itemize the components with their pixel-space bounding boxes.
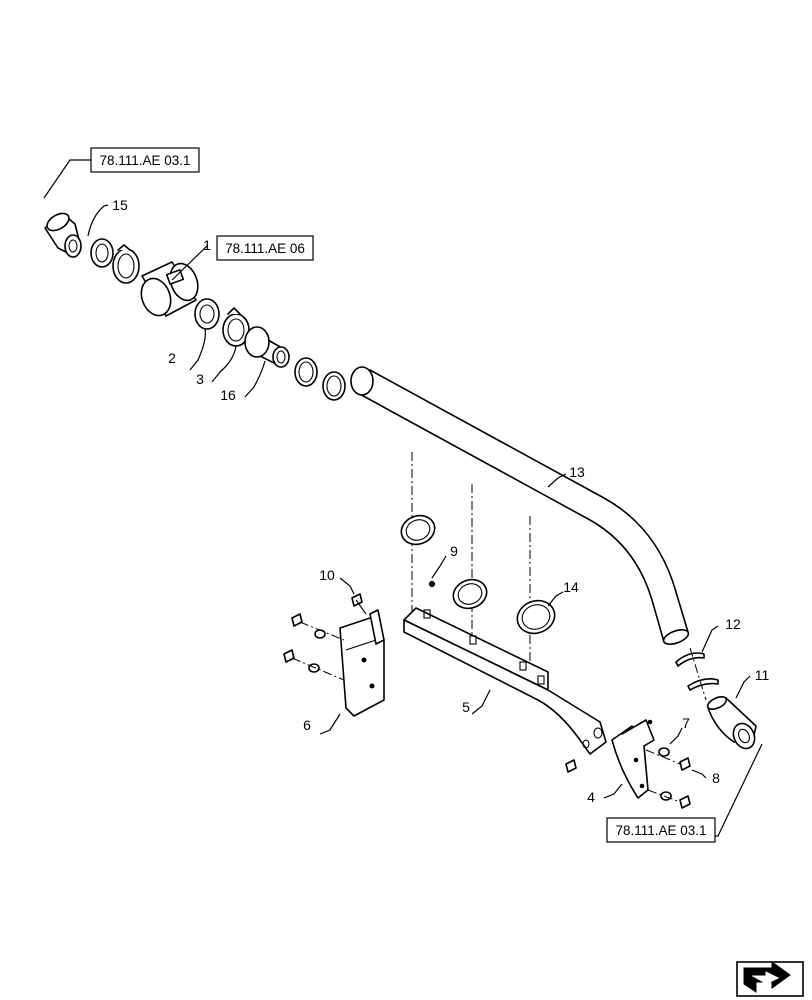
callout-3: 3 <box>196 371 204 387</box>
reference-leader-top-left <box>43 159 91 199</box>
svg-text:78.111.AE 03.1: 78.111.AE 03.1 <box>99 153 190 168</box>
leader-8 <box>691 769 707 779</box>
part-bracket-5 <box>403 607 607 755</box>
callout-4: 4 <box>587 789 595 805</box>
part-gasket-ring <box>90 238 114 268</box>
part-hose-13 <box>350 366 690 645</box>
leader-12 <box>701 625 719 653</box>
callout-8: 8 <box>712 770 720 786</box>
leader-7 <box>669 727 683 745</box>
part-gasket-12 <box>675 647 719 701</box>
callout-12: 12 <box>725 616 741 632</box>
leader-4 <box>603 783 623 799</box>
callout-6: 6 <box>303 717 311 733</box>
next-page-arrow-icon[interactable] <box>736 961 804 997</box>
leader-16 <box>244 360 266 398</box>
part-hose-clamp-a <box>294 357 318 387</box>
callout-10: 10 <box>319 567 335 583</box>
part-clamp-left <box>112 244 140 284</box>
callout-5: 5 <box>462 699 470 715</box>
part-elbow-inlet <box>44 212 82 258</box>
leader-15 <box>87 204 109 237</box>
part-fasteners-lower <box>647 789 691 809</box>
part-mount-4 <box>611 719 655 799</box>
part-bolt-10 <box>351 593 367 615</box>
callout-1: 1 <box>203 237 211 253</box>
part-ring-2 <box>194 298 220 330</box>
part-bolt-bracket <box>565 759 577 773</box>
reference-leader-bottom-right <box>710 743 763 837</box>
part-support-clamp-a <box>400 514 436 546</box>
leader-11 <box>735 675 751 699</box>
leader-9 <box>431 555 447 579</box>
leader-10 <box>339 577 355 595</box>
svg-text:78.111.AE 03.1: 78.111.AE 03.1 <box>615 823 706 838</box>
part-washer-7 <box>647 719 670 757</box>
leader-1 <box>171 244 209 281</box>
svg-text:78.111.AE 06: 78.111.AE 06 <box>225 241 305 256</box>
part-support-clamp-b <box>452 578 488 610</box>
part-elbow-outlet-11 <box>706 696 757 750</box>
part-hose-clamp-b <box>322 371 346 401</box>
part-bolt-8 <box>645 749 691 771</box>
leader-3 <box>211 345 237 383</box>
part-nut-9 <box>428 580 436 588</box>
callout-14: 14 <box>563 579 579 595</box>
callout-7: 7 <box>682 715 690 731</box>
callout-16: 16 <box>220 387 236 403</box>
callout-2: 2 <box>168 350 176 366</box>
leader-5 <box>471 689 491 715</box>
leader-14 <box>547 591 564 607</box>
part-shield-6 <box>339 609 385 717</box>
callout-9: 9 <box>450 543 458 559</box>
callout-11: 11 <box>755 667 770 683</box>
leader-13 <box>547 473 567 488</box>
leader-2 <box>189 328 206 371</box>
leader-6 <box>319 713 341 735</box>
part-fasteners-6 <box>283 613 345 681</box>
reference-box-bottom-right[interactable]: 78.111.AE 03.1 <box>606 817 716 843</box>
reference-box-item-1[interactable]: 78.111.AE 06 <box>216 235 314 261</box>
reference-box-top-left[interactable]: 78.111.AE 03.1 <box>90 147 200 173</box>
callout-13: 13 <box>569 464 585 480</box>
callout-15: 15 <box>112 197 128 213</box>
part-sensor-sleeve <box>140 261 199 317</box>
part-adapter-16 <box>244 326 290 368</box>
part-support-clamp-14 <box>516 599 556 635</box>
